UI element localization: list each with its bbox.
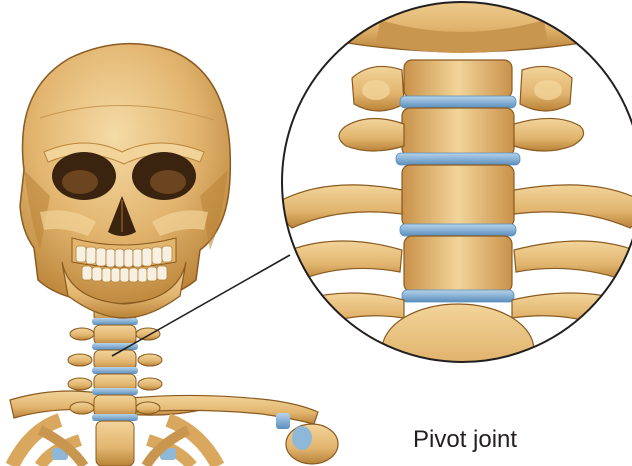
vertebral-body-icon <box>396 60 520 302</box>
teeth-icon <box>76 246 172 282</box>
skull-icon <box>20 44 230 318</box>
caption-label: Pivot joint <box>413 426 517 454</box>
magnified-inset <box>280 0 632 396</box>
